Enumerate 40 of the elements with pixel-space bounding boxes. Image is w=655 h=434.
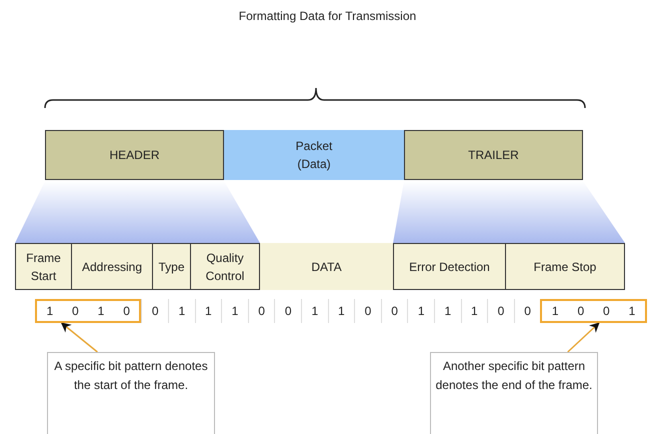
bit-digit: 1 (168, 299, 195, 323)
packet-segment: Packet (Data) (224, 130, 404, 180)
bit-digit: 1 (194, 299, 222, 323)
bit-digit: 1 (628, 303, 636, 320)
bit-digit: 0 (122, 303, 131, 320)
end-bit-pattern-box (540, 299, 647, 323)
field-cell: Addressing (71, 243, 153, 290)
bit-digit: 0 (380, 299, 408, 323)
field-cell: Type (152, 243, 191, 290)
bit-digit: 0 (602, 303, 611, 320)
bit-digit: 0 (576, 303, 586, 320)
callout-box: Another specific bit pattern denotes the end of the frame. (430, 352, 598, 434)
bit-digit: 1 (550, 303, 560, 320)
trailer-segment: TRAILER (404, 130, 583, 180)
bit-digit: 1 (221, 299, 248, 323)
bit-digit: 1 (45, 303, 54, 320)
bit-digit: 1 (434, 299, 461, 323)
data-field: DATA (260, 243, 393, 290)
leader-arrow (567, 322, 600, 353)
bit-digit: 0 (71, 303, 80, 320)
callout-box: A specific bit pattern denotes the start of the frame. (47, 352, 215, 434)
bit-digit: 0 (141, 299, 168, 323)
bit-digit: 1 (460, 299, 488, 323)
header-segment: HEADER (45, 130, 224, 180)
bit-digit: 1 (301, 299, 328, 323)
bit-digit: 0 (354, 299, 381, 323)
field-cell: Frame Start (15, 243, 72, 290)
bit-digit: 0 (274, 299, 301, 323)
field-cell: Frame Stop (505, 243, 625, 290)
field-cell: Quality Control (190, 243, 260, 290)
bit-digit: 1 (407, 299, 434, 323)
leader-arrow (60, 322, 98, 353)
bit-digit: 0 (514, 299, 540, 323)
diagram-title: Formatting Data for Transmission (238, 9, 418, 23)
start-bit-pattern-box (35, 299, 142, 323)
bit-digit: 0 (248, 299, 274, 323)
field-cell: Error Detection (393, 243, 506, 290)
bit-digit: 1 (96, 303, 106, 320)
bit-digit: 1 (328, 299, 354, 323)
bit-digit: 0 (487, 299, 514, 323)
